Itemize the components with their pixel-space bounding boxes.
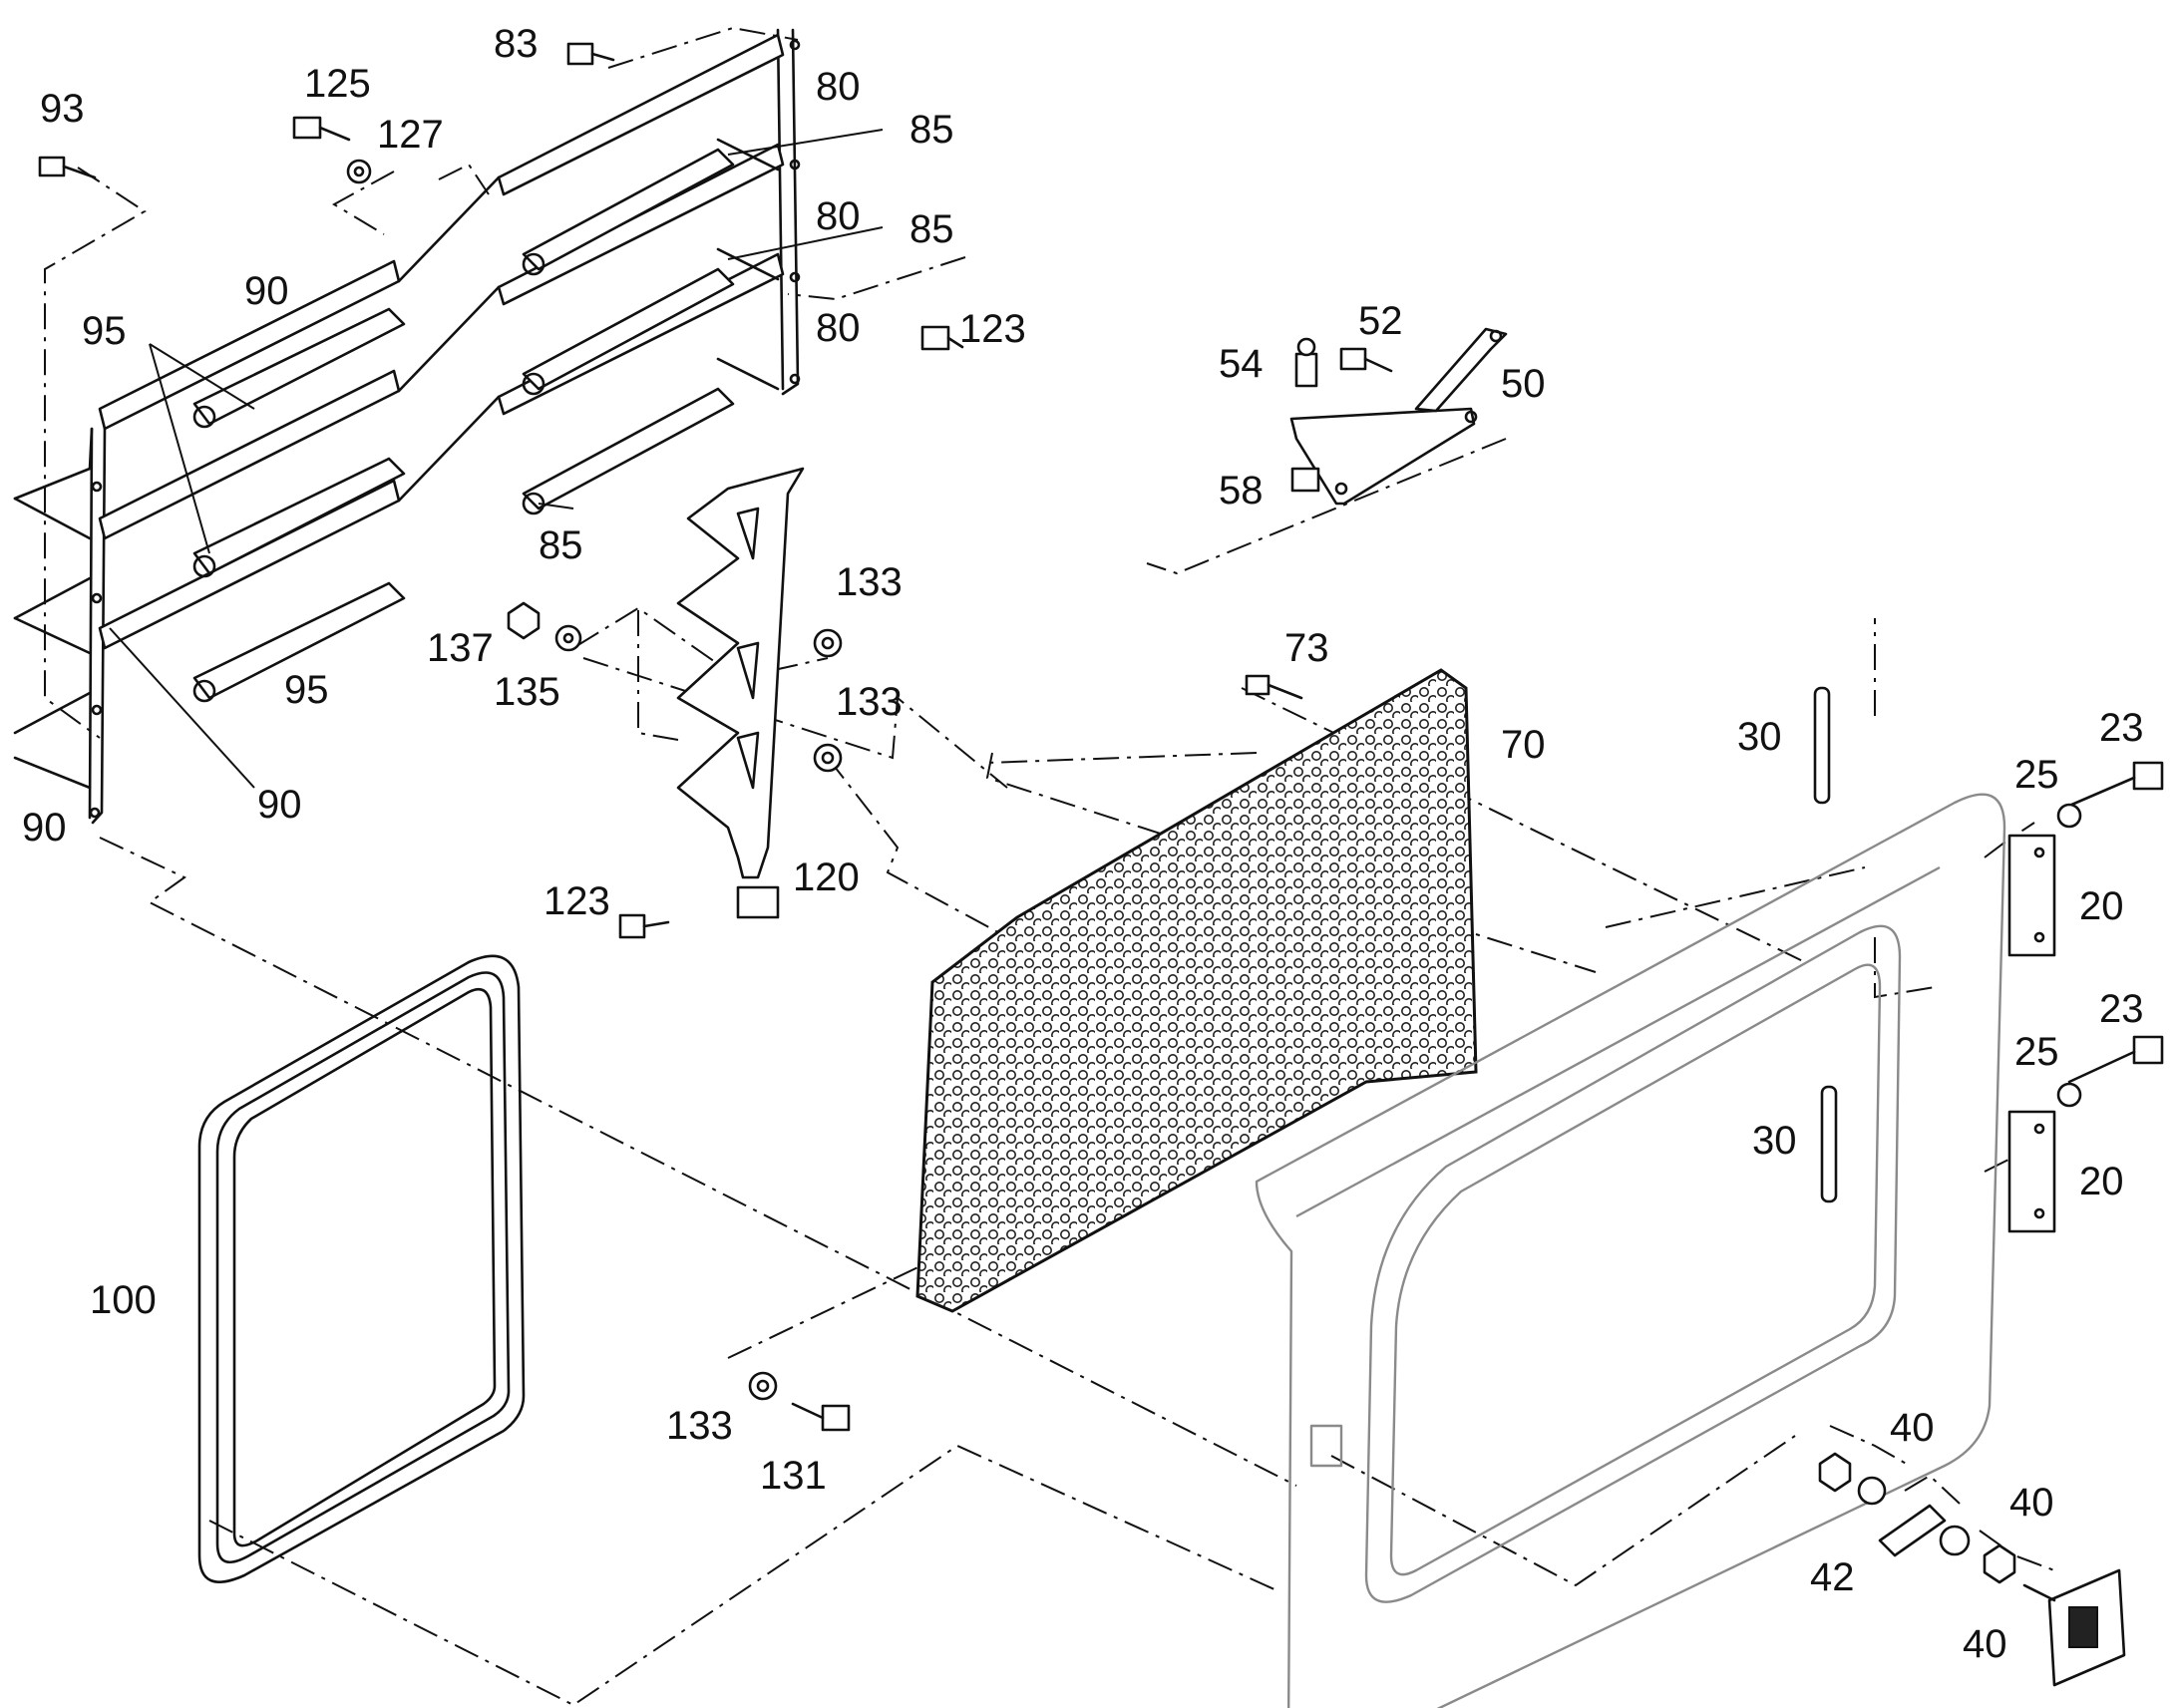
callout-135: 135 (494, 670, 560, 714)
callout-90-a: 90 (244, 269, 289, 313)
callout-40-a: 40 (1890, 1406, 1935, 1450)
callout-58: 58 (1219, 469, 1264, 512)
washer-25-lower (2056, 1082, 2082, 1108)
window-seal-100 (197, 954, 526, 1583)
callout-83: 83 (494, 22, 539, 66)
tab-42 (1878, 1504, 1947, 1557)
callout-137: 137 (427, 626, 494, 670)
callout-25-a: 25 (2014, 753, 2059, 797)
bolt-123-lower (618, 913, 670, 939)
callout-93: 93 (40, 87, 85, 131)
callout-73: 73 (1284, 626, 1329, 670)
callout-133-b: 133 (836, 680, 903, 724)
nut-58 (1290, 467, 1320, 493)
callout-100: 100 (90, 1278, 157, 1322)
callout-131: 131 (760, 1454, 827, 1498)
nut-40 (1818, 1452, 1852, 1493)
callout-133-a: 133 (836, 560, 903, 604)
bolt-93 (38, 156, 97, 179)
bolt-123-upper (920, 325, 964, 351)
callout-42: 42 (1810, 1555, 1855, 1599)
callout-85-a: 85 (909, 108, 954, 152)
callout-95-b: 95 (284, 668, 329, 712)
callout-85-b: 85 (909, 207, 954, 251)
nut-40-b (1983, 1543, 2016, 1584)
callout-80-b: 80 (816, 194, 861, 238)
nut-137 (507, 601, 541, 640)
bolt-125 (292, 116, 351, 142)
bolt-52 (1339, 347, 1393, 373)
bolt-23-lower (2067, 1035, 2164, 1084)
louvre-frame-80 (397, 28, 801, 503)
callout-90-b: 90 (257, 783, 302, 827)
door-panel (1255, 793, 2006, 1708)
washer-133-a (813, 628, 843, 658)
callout-80-a: 80 (816, 65, 861, 109)
washer-127 (346, 159, 372, 184)
hinges-20 (2007, 834, 2056, 1233)
callout-30-b: 30 (1752, 1119, 1797, 1163)
callout-25-b: 25 (2014, 1030, 2059, 1074)
callout-20-a: 20 (2079, 884, 2124, 928)
bolt-73 (1245, 674, 1303, 700)
callout-123-a: 123 (959, 307, 1026, 351)
washer-25-upper (2056, 803, 2082, 829)
callout-95-a: 95 (82, 309, 127, 353)
callout-40-c: 40 (1963, 1622, 2007, 1666)
callout-133-c: 133 (666, 1404, 733, 1448)
callout-123-b: 123 (544, 879, 610, 923)
straps-30 (1813, 686, 1838, 1203)
washer-40-b (1939, 1525, 1971, 1556)
bolt-83 (566, 42, 615, 66)
stud-54 (1294, 337, 1318, 388)
louvre-frame-90 (13, 259, 401, 825)
rubber-seals-85 (522, 148, 735, 515)
callout-20-b: 20 (2079, 1160, 2124, 1203)
callout-23-b: 23 (2099, 987, 2144, 1031)
bolt-23-upper (2067, 761, 2164, 808)
bolt-131 (791, 1402, 851, 1432)
fasteners (38, 42, 2164, 1687)
callout-50: 50 (1501, 362, 1546, 406)
pointer-lines (109, 129, 884, 789)
rubber-seals-95 (192, 307, 406, 703)
callout-127: 127 (377, 113, 444, 157)
hinge-bracket-50 (1289, 327, 1508, 506)
callout-23-a: 23 (2099, 706, 2144, 750)
callout-85-c: 85 (539, 523, 583, 567)
washer-40 (1857, 1476, 1887, 1506)
callout-90-c: 90 (22, 806, 67, 850)
washer-135 (554, 624, 582, 652)
callout-40-b: 40 (2009, 1481, 2054, 1525)
callout-125: 125 (304, 62, 371, 106)
callout-30-a: 30 (1737, 715, 1782, 759)
callout-70: 70 (1501, 723, 1546, 767)
washer-133-c (748, 1371, 778, 1401)
callout-80-c: 80 (816, 306, 861, 350)
latch-40 (2022, 1568, 2126, 1687)
assembly-leader-lines (44, 26, 2055, 1707)
perforated-grille-70 (915, 668, 1478, 1313)
support-bracket-120 (676, 467, 805, 919)
callout-labels: 93 125 127 83 80 85 80 85 80 90 95 123 5… (22, 22, 2144, 1666)
washer-133-b (813, 743, 843, 773)
callout-52: 52 (1358, 299, 1403, 343)
callout-54: 54 (1219, 342, 1264, 386)
callout-120: 120 (793, 855, 860, 899)
